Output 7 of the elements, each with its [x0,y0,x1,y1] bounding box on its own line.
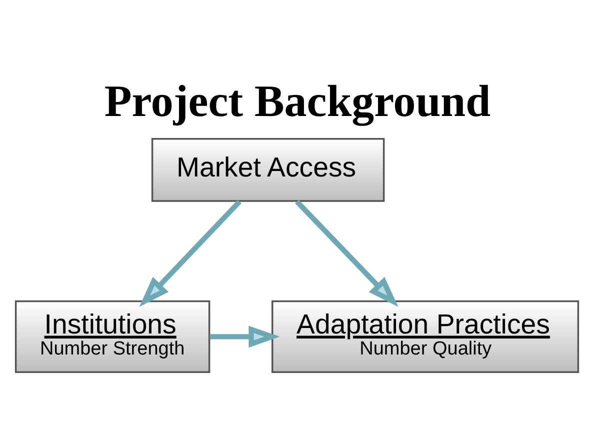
arrow [295,200,398,307]
diagram-title: Project Background [104,76,491,126]
node-box: Institutions Number Strength [14,300,210,373]
node-box: Market Access [151,138,385,202]
arrow [210,326,280,348]
node-box: Adaptation Practices Number Quality [272,300,580,373]
arrow [139,200,242,307]
